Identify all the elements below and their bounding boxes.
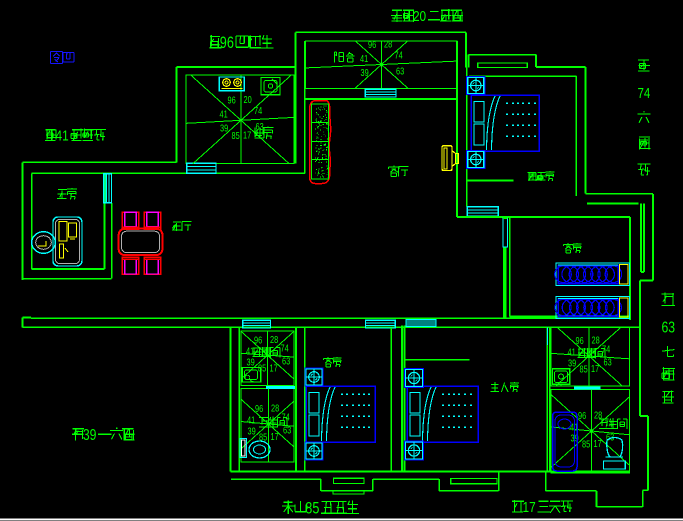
svg-text:41: 41 <box>360 54 368 65</box>
svg-text:17: 17 <box>594 439 602 450</box>
svg-text:85: 85 <box>582 440 590 451</box>
svg-text:39: 39 <box>568 359 576 370</box>
svg-text:74: 74 <box>282 413 290 424</box>
svg-text:96: 96 <box>220 34 234 52</box>
svg-text:96: 96 <box>255 404 263 415</box>
svg-text:96: 96 <box>368 40 376 51</box>
svg-text:17: 17 <box>243 131 251 142</box>
svg-text:20: 20 <box>413 8 426 25</box>
svg-text:39: 39 <box>220 124 228 135</box>
svg-text:28: 28 <box>592 336 600 347</box>
svg-text:85: 85 <box>259 433 267 444</box>
svg-text:74: 74 <box>395 50 403 61</box>
svg-text:63: 63 <box>604 357 612 368</box>
svg-text:20: 20 <box>244 95 252 106</box>
svg-text:85: 85 <box>232 131 240 142</box>
svg-text:74: 74 <box>605 420 613 431</box>
svg-text:96: 96 <box>228 96 236 107</box>
svg-text:63: 63 <box>396 66 404 77</box>
svg-text:17: 17 <box>591 364 599 375</box>
svg-text:63: 63 <box>662 320 676 337</box>
svg-text:39: 39 <box>361 68 369 79</box>
svg-text:41: 41 <box>220 110 228 121</box>
svg-text:28: 28 <box>271 404 279 415</box>
svg-text:39: 39 <box>248 427 256 438</box>
svg-text:41: 41 <box>55 128 68 145</box>
svg-text:63: 63 <box>282 357 290 368</box>
svg-text:28: 28 <box>384 39 392 50</box>
svg-text:85: 85 <box>258 364 266 375</box>
svg-text:39: 39 <box>247 358 255 369</box>
svg-text:96: 96 <box>578 411 586 422</box>
svg-text:74: 74 <box>281 344 289 355</box>
svg-text:74: 74 <box>638 86 651 102</box>
svg-text:17: 17 <box>271 432 279 443</box>
svg-text:17: 17 <box>522 499 535 516</box>
svg-text:85: 85 <box>305 500 319 518</box>
svg-text:17: 17 <box>270 363 278 374</box>
svg-text:41: 41 <box>247 415 255 426</box>
svg-text:85: 85 <box>580 365 588 376</box>
svg-text:74: 74 <box>602 345 610 356</box>
svg-text:41: 41 <box>246 347 254 358</box>
svg-text:28: 28 <box>594 411 602 422</box>
svg-text:63: 63 <box>283 425 291 436</box>
svg-text:96: 96 <box>254 335 262 346</box>
svg-text:39: 39 <box>83 427 97 444</box>
svg-text:28: 28 <box>270 335 278 346</box>
svg-text:74: 74 <box>254 106 262 117</box>
svg-text:96: 96 <box>576 336 584 347</box>
svg-text:41: 41 <box>568 347 576 358</box>
